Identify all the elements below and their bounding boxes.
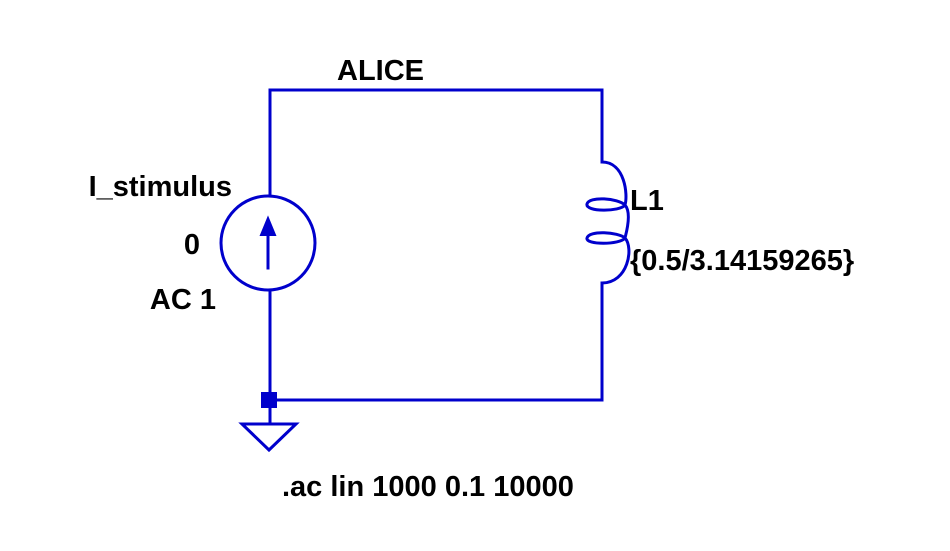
inductor-coil-icon (585, 160, 631, 285)
inductor-l1[interactable] (585, 160, 631, 285)
arrow-head-icon (259, 215, 277, 236)
current-source-i-stimulus[interactable] (219, 194, 317, 292)
ground[interactable] (238, 392, 300, 453)
net-label-alice[interactable]: ALICE (337, 55, 424, 87)
spice-directive[interactable]: .ac lin 1000 0.1 10000 (282, 471, 574, 503)
source-dc-value[interactable]: 0 (184, 229, 200, 261)
wire-bottom[interactable] (268, 281, 604, 402)
source-ac-value[interactable]: AC 1 (150, 284, 216, 316)
ground-triangle-icon (238, 422, 300, 453)
wires (268, 88, 604, 402)
source-name-label[interactable]: I_stimulus (89, 171, 232, 203)
current-source-circle (219, 194, 317, 292)
inductor-value-label[interactable]: {0.5/3.14159265} (630, 245, 854, 277)
inductor-name-label[interactable]: L1 (630, 185, 664, 217)
wire-top[interactable] (268, 88, 604, 197)
